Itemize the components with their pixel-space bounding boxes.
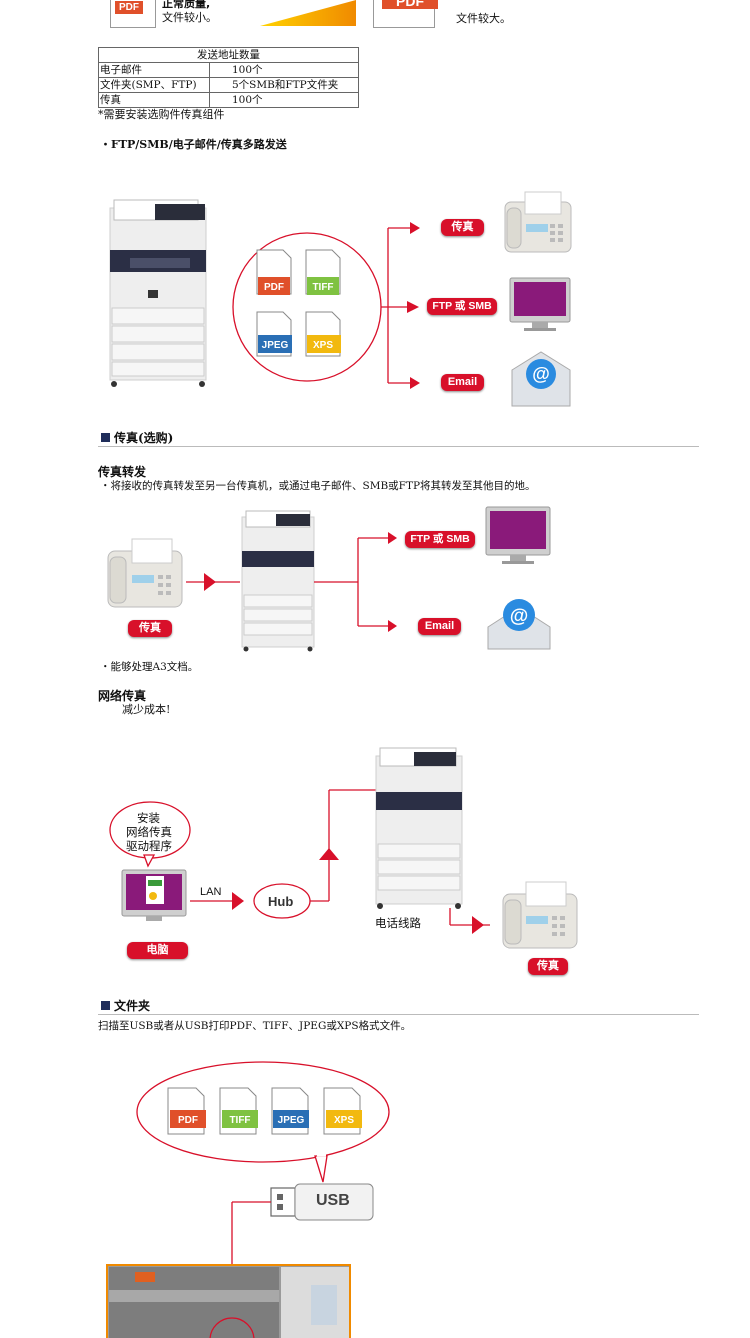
monitor-icon [509,277,571,331]
dest-fax-label: 传真 [441,219,484,236]
fax-forward-diagram: @ [107,506,551,652]
arrow-to-fax [410,222,420,234]
net-fax-diagram [109,747,578,949]
xps-file-icon: XPS [323,1087,362,1135]
svg-text:@: @ [532,364,550,384]
top-left-pdf-file: PDF [110,0,156,28]
section-bullet-icon [101,1001,110,1010]
jpeg-file-icon: JPEG [256,311,292,357]
folder-desc: 扫描至USB或者从USB打印PDF、TIFF、JPEG或XPS格式文件。 [98,1020,412,1032]
table-cell-label: 传真 [98,92,210,108]
table-cell-value: 100个 [209,62,359,78]
top-right-text: 文件较大。 [456,12,511,25]
tiff-file-icon: TIFF [305,249,341,295]
section-bullet-icon [101,433,110,442]
dest-email-label: Email [418,618,461,635]
hub-label: Hub [268,894,294,909]
speech-bubble [109,801,191,868]
monitor-icon [485,506,551,564]
dest-ftp-label: FTP 或 SMB [427,298,497,315]
dest-ftp-label: FTP 或 SMB [405,531,475,548]
bubble-line-2: 网络传真 [126,827,172,839]
folder-section-title-text: 文件夹 [114,999,151,1013]
pdf-file-icon: PDF [167,1087,206,1135]
mfp-printer-icon [109,199,207,387]
multi-send-heading: ・FTP/SMB/电子邮件/传真多路发送 [100,138,287,151]
pc-label: 电脑 [127,942,188,959]
arrow-pc-to-hub [232,892,244,910]
arrow-to-ftp [407,301,419,313]
table-cell-value: 5个SMB和FTP文件夹 [209,77,359,93]
lan-label: LAN [200,886,222,898]
mfp-printer-icon [241,510,315,652]
format-label-pdf: PDF [264,282,284,293]
table-cell-label: 文件夹(SMP、FTP) [98,77,210,93]
fax-machine-icon [107,538,183,608]
usb-label: USB [316,1192,350,1209]
top-left-text-1: 正常质量, [162,0,211,10]
format-label-jpeg: JPEG [278,1115,305,1126]
net-fax-title: 网络传真 [98,689,147,703]
folder-section-title: 文件夹 [101,997,150,1014]
fax-label: 传真 [528,958,568,975]
xps-file-icon: XPS [305,311,341,357]
arrow-to-email [388,620,397,632]
format-label-tiff: TIFF [229,1115,250,1126]
fax-section-rule [98,446,699,447]
top-left-text-2: 文件较小。 [162,11,217,24]
tiff-file-icon: TIFF [219,1087,258,1135]
source-fax-label: 传真 [128,620,172,637]
top-right-pdf-tag: PDF [382,0,438,9]
mfp-printer-icon [375,747,463,909]
table-note: *需要安装选购件传真组件 [98,108,225,121]
fax-machine-icon [502,881,578,949]
usb-diagram: PDF TIFF JPEG XPS [106,1061,390,1338]
usb-stick-icon [270,1183,374,1221]
bubble-line-3: 驱动程序 [126,841,172,853]
top-right-pdf-file: PDF [373,0,438,28]
quality-gradient-wedge [260,0,356,26]
multi-send-diagram: PDF TIFF JPEG XPS @ [109,191,572,407]
arrow-to-fax [472,916,484,934]
email-envelope-icon: @ [511,351,571,407]
arrow-up-to-mfp [319,848,339,860]
format-label-tiff: TIFF [312,282,333,293]
a3-note: ・能够处理A3文档。 [100,661,199,673]
arrow-to-email [410,377,420,389]
table-header: 发送地址数量 [98,47,359,63]
fax-machine-icon [504,191,572,253]
fax-section-title-text: 传真(选购) [114,431,174,445]
fax-forward-title: 传真转发 [98,465,147,479]
formats-bubble [136,1061,390,1163]
pc-monitor-icon [121,869,187,921]
table-cell-value: 100个 [209,92,359,108]
format-label-xps: XPS [313,340,333,351]
format-label-xps: XPS [334,1115,354,1126]
top-left-pdf-tag: PDF [115,1,143,14]
arrow-to-ftp [388,532,397,544]
jpeg-file-icon: JPEG [271,1087,309,1135]
phone-line-label: 电话线路 [375,918,421,930]
table-row: 文件夹(SMP、FTP)5个SMB和FTP文件夹 [98,77,359,93]
svg-text:@: @ [510,606,529,627]
fax-forward-desc: ・将接收的传真转发至另一台传真机，或通过电子邮件、SMB或FTP将其转发至其他目… [100,480,536,492]
fax-section-title: 传真(选购) [101,429,173,446]
format-label-pdf: PDF [178,1115,198,1126]
dest-email-label: Email [441,374,484,391]
format-label-jpeg: JPEG [262,340,289,351]
mfp-closeup-photo [106,1264,351,1338]
table-cell-label: 电子邮件 [98,62,210,78]
pdf-file-icon: PDF [256,249,292,295]
email-envelope-icon: @ [487,599,551,650]
bubble-line-1: 安装 [137,813,160,825]
net-fax-subtitle: 减少成本! [122,703,171,716]
folder-section-rule [98,1014,699,1015]
